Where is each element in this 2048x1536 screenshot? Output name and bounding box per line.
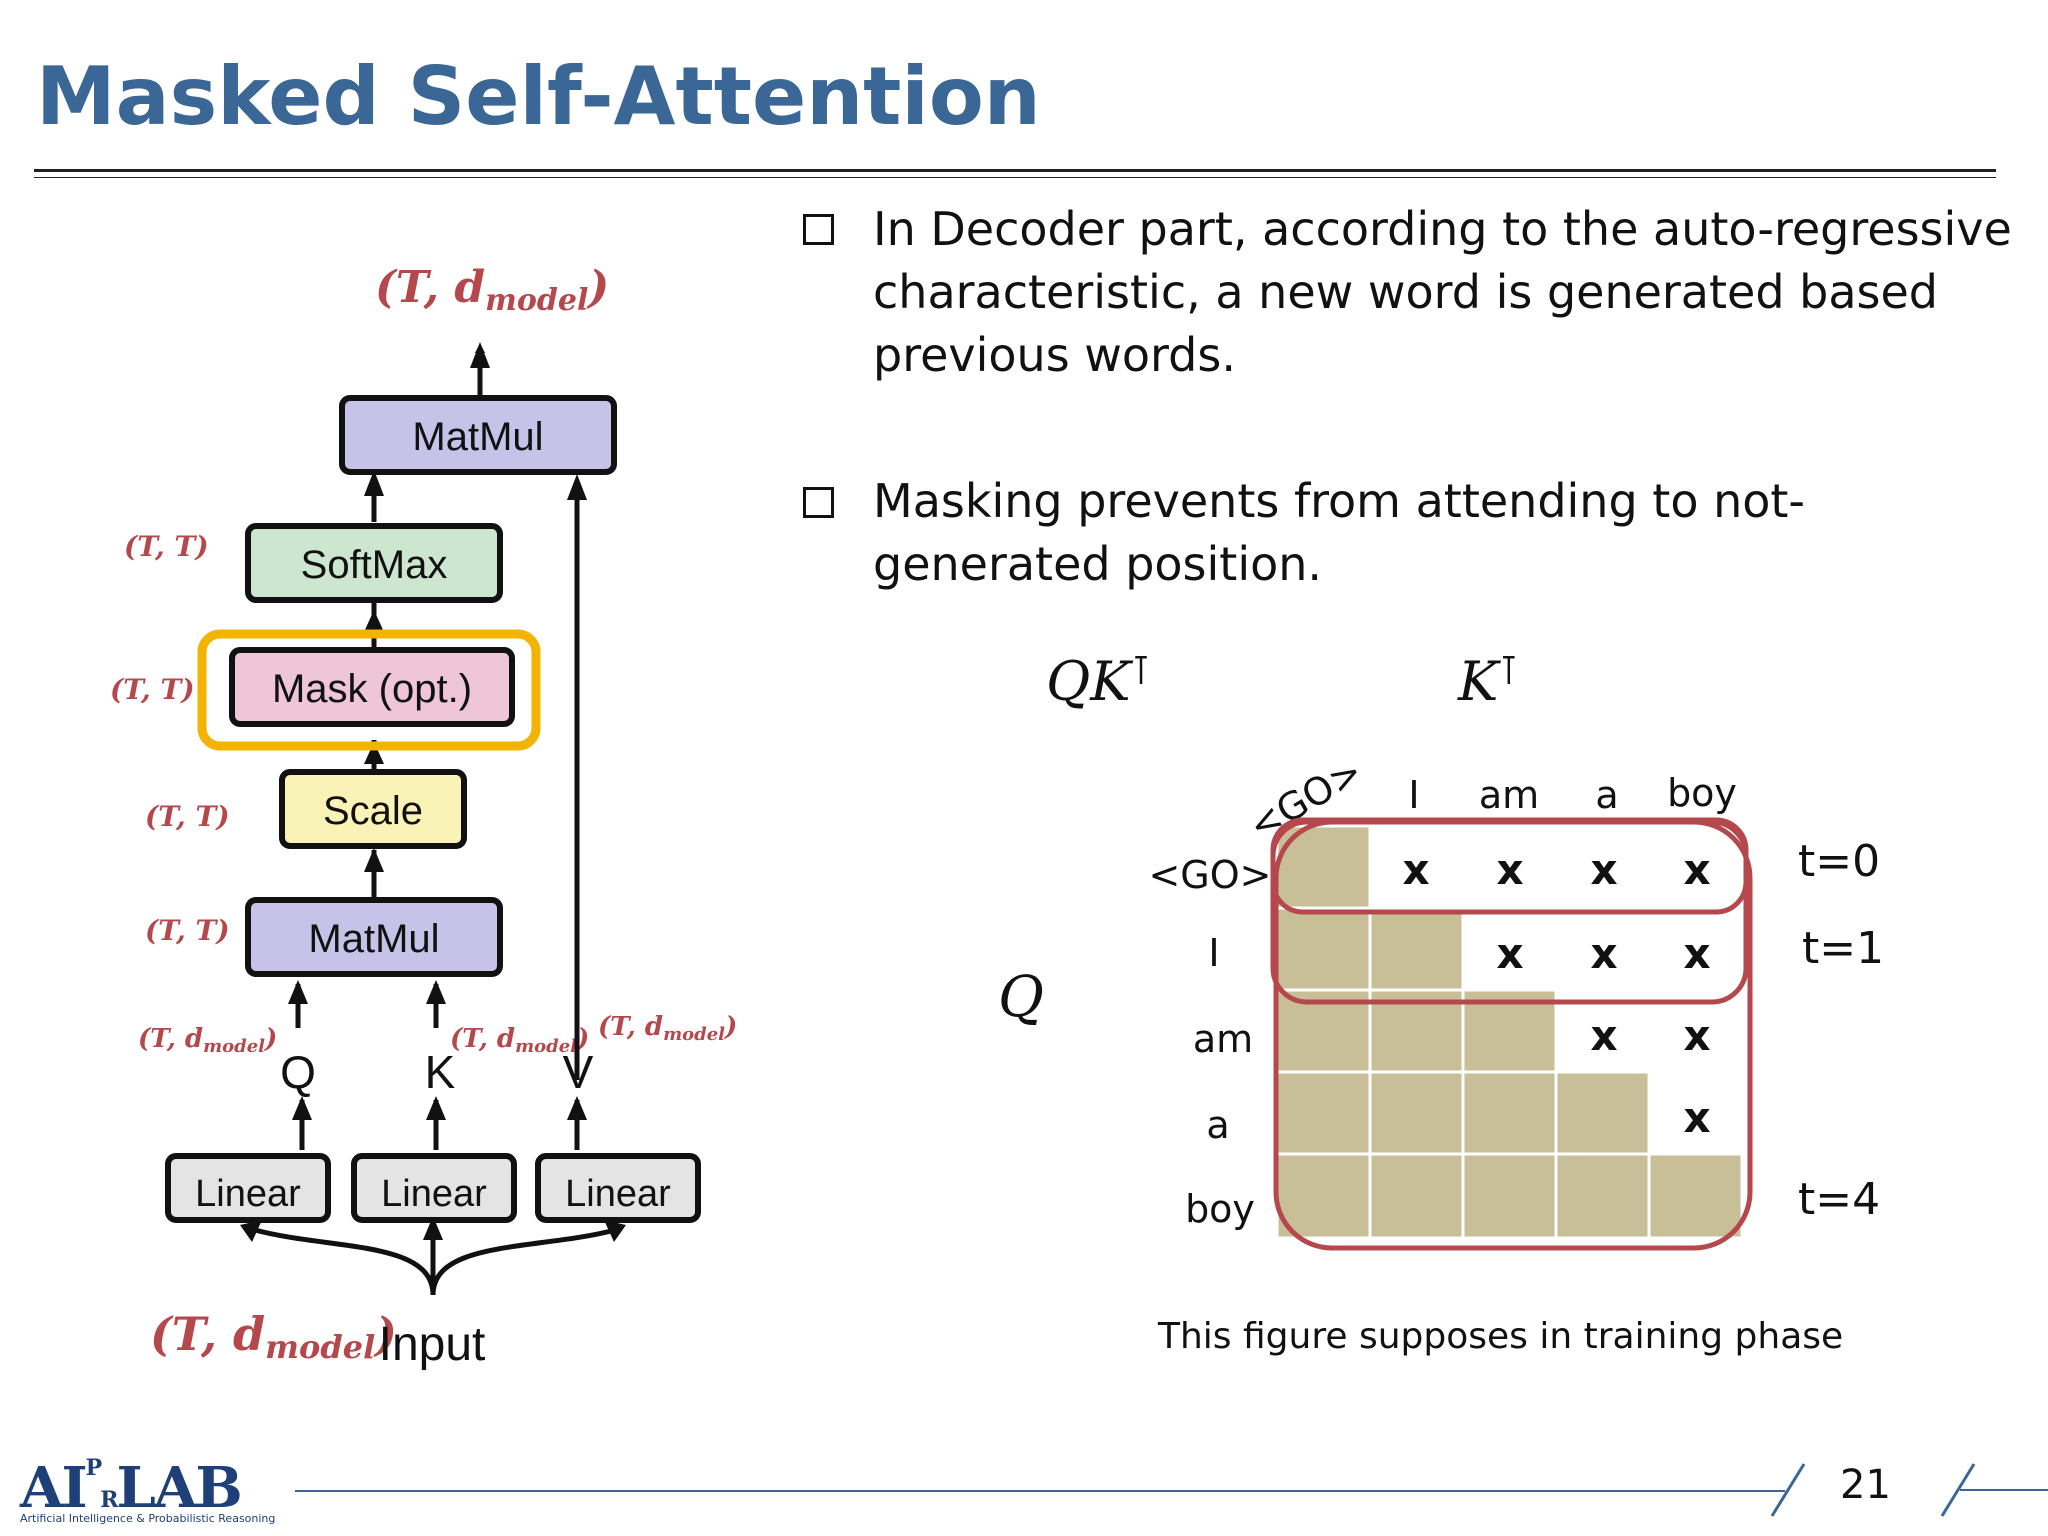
mask-x: x xyxy=(1496,845,1523,894)
scale-label: Scale xyxy=(323,789,423,833)
qkt-label: QK⊺ xyxy=(1046,648,1151,713)
v-dim-label: (T, dmodel) xyxy=(598,1012,737,1045)
lab-logo: AIPRLAB xyxy=(20,1455,243,1521)
linear-k-label: Linear xyxy=(381,1173,487,1215)
mask-x: x xyxy=(1590,845,1617,894)
q-dim-label: (T, dmodel) xyxy=(138,1024,277,1057)
scale-block xyxy=(279,769,467,849)
matmul-top-label: MatMul xyxy=(412,415,543,459)
matrix-cells xyxy=(1275,824,1744,1240)
q-label: Q xyxy=(280,1046,316,1098)
k-label: K xyxy=(425,1046,456,1098)
lab-logo-subtitle: Artificial Intelligence & Probabilistic … xyxy=(20,1512,276,1525)
mask-x: x xyxy=(1496,929,1523,978)
mask-block xyxy=(229,647,515,727)
mask-x: x xyxy=(1590,1011,1617,1060)
mask-x: x xyxy=(1402,845,1429,894)
mask-matrix-figure: QK⊺ K⊺ Q <GO> I am a boy <GO> I am a boy… xyxy=(998,648,1884,1251)
mask-label: Mask (opt.) xyxy=(272,667,472,711)
row-label-am: am xyxy=(1193,1017,1253,1061)
softmax-block xyxy=(245,523,503,603)
title-rule xyxy=(34,169,1996,172)
input-label: Input xyxy=(379,1318,486,1371)
matmul-dim-label: (T, T) xyxy=(145,914,230,947)
mask-x: x xyxy=(1683,1093,1710,1142)
col-label-boy: boy xyxy=(1667,771,1737,815)
row-label-boy: boy xyxy=(1185,1187,1255,1231)
linear-q-block xyxy=(165,1153,331,1223)
bullet-box-icon xyxy=(803,487,834,518)
kt-label: K⊺ xyxy=(1457,648,1519,713)
figure-caption: This figure supposes in training phase xyxy=(1158,1316,1844,1357)
row-highlight-t4 xyxy=(1273,819,1753,1251)
matmul-top-block xyxy=(339,395,617,475)
col-label-i: I xyxy=(1408,773,1419,817)
softmax-label: SoftMax xyxy=(301,543,448,587)
scale-dim-label: (T, T) xyxy=(145,800,230,833)
mask-x: x xyxy=(1590,929,1617,978)
mask-x: x xyxy=(1683,845,1710,894)
q-matrix-label: Q xyxy=(998,965,1044,1030)
v-label: V xyxy=(563,1046,594,1098)
title-rule-thin xyxy=(34,177,1996,178)
linear-k-block xyxy=(351,1153,517,1223)
bullet-1: In Decoder part, according to the auto-r… xyxy=(873,202,2012,382)
softmax-dim-label: (T, T) xyxy=(124,530,209,563)
time-label-t1: t=1 xyxy=(1802,923,1884,974)
linear-v-block xyxy=(535,1153,701,1223)
slide-title: Masked Self-Attention xyxy=(36,50,1041,143)
footer-line xyxy=(295,1490,1785,1492)
bullet-box-icon xyxy=(803,214,834,245)
col-label-a: a xyxy=(1595,773,1618,817)
linear-q-label: Linear xyxy=(195,1173,301,1215)
time-label-t0: t=0 xyxy=(1798,836,1880,887)
linear-v-label: Linear xyxy=(565,1173,671,1215)
bullet-2: Masking prevents from attending to not-g… xyxy=(873,474,1806,591)
col-label-am: am xyxy=(1479,773,1539,817)
attention-diagram: (T, dmodel) (T, T) (T, T) (T, T) (T, T) … xyxy=(110,262,737,1371)
row-label-i: I xyxy=(1208,931,1219,975)
input-dim-label: (T, dmodel) xyxy=(150,1307,397,1366)
matmul-bottom-label: MatMul xyxy=(308,917,439,961)
mask-highlight xyxy=(197,629,541,751)
mask-dim-label: (T, T) xyxy=(110,673,195,706)
row-label-go: <GO> xyxy=(1148,853,1271,897)
mask-x: x xyxy=(1683,929,1710,978)
row-label-a: a xyxy=(1206,1103,1229,1147)
time-label-t4: t=4 xyxy=(1798,1174,1880,1225)
output-dim-label: (T, dmodel) xyxy=(375,262,609,318)
page-number: 21 xyxy=(1840,1462,1891,1508)
footer-slashes xyxy=(1770,1463,2048,1517)
mask-x: x xyxy=(1683,1011,1710,1060)
matmul-bottom-block xyxy=(245,897,503,977)
